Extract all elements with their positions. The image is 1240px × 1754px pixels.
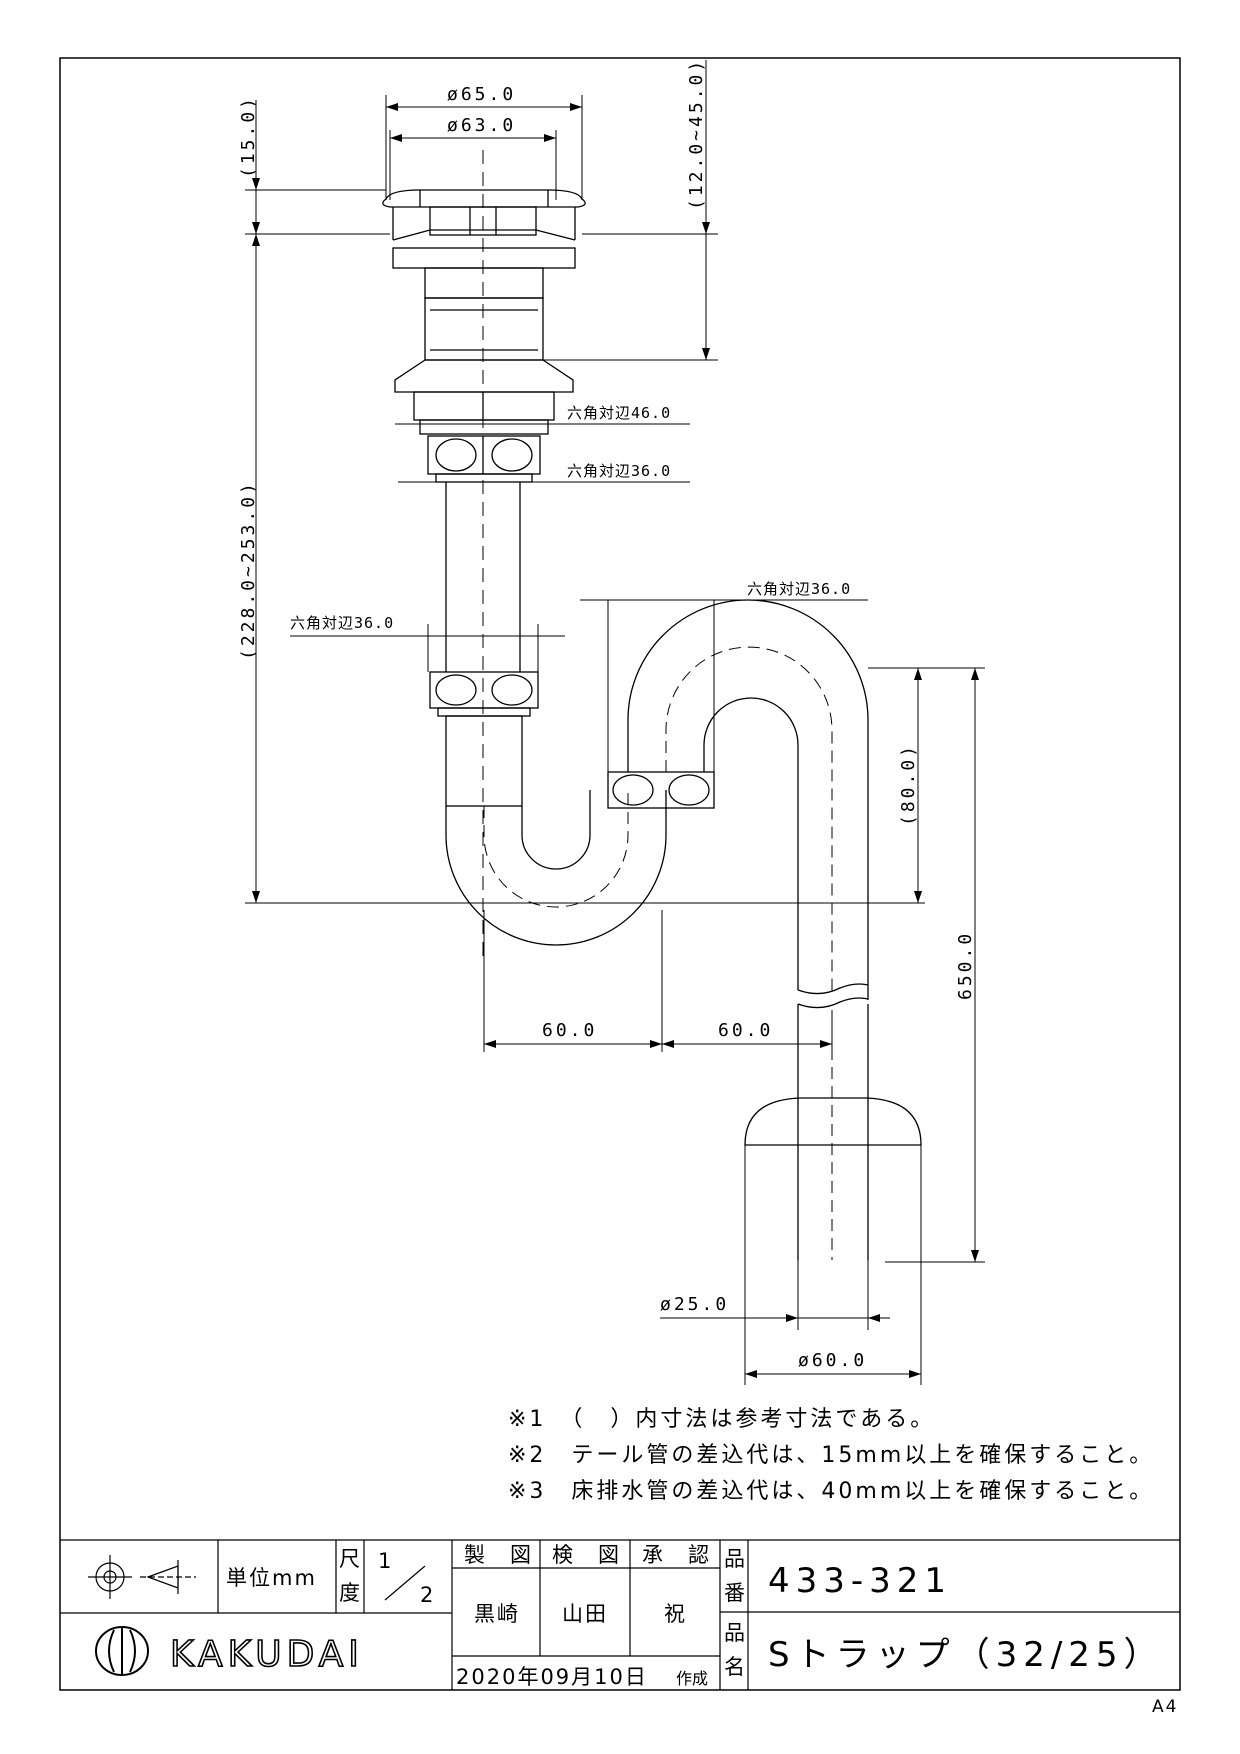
company-name: KAKUDAI [170,1634,364,1675]
approved-by: 祝 [664,1602,687,1626]
drawn-by: 黒崎 [474,1602,520,1626]
drawn-label: 製 図 [464,1543,533,1567]
dim-hex46: 六角対辺46.0 [567,404,671,422]
scale-slash [384,1565,426,1601]
part-no-label-1: 品 [724,1547,747,1571]
third-angle-projection-icon [88,1555,196,1599]
dim-width-60-a: 60.0 [542,1020,597,1041]
unit-label: 単位mm [226,1566,317,1590]
scale-label-2: 度 [339,1581,362,1605]
part-name-label-1: 品 [724,1621,747,1645]
scale-numerator: 1 [378,1549,393,1573]
part-no-label-2: 番 [724,1581,747,1605]
dim-hex36-b: 六角対辺36.0 [290,614,394,632]
dim-hex36-a: 六角対辺36.0 [567,462,671,480]
dim-adjust-range: (12.0~45.0) [686,58,707,210]
scale-denominator: 2 [420,1583,435,1607]
dim-width-60-b: 60.0 [718,1020,773,1041]
dim-total-height: 650.0 [955,931,976,1000]
arrowheads [252,103,979,1378]
dim-trap-height: (80.0) [898,743,919,826]
kakudai-logo-icon [95,1626,149,1676]
dim-top-height: (15.0) [238,95,259,178]
dimension-lines [245,60,985,1385]
drawing-date: 2020年09月10日 [456,1665,648,1689]
approved-label: 承 認 [642,1543,711,1567]
dim-d25: ø25.0 [660,1294,729,1315]
scale-label-1: 尺 [339,1547,362,1571]
part-name-label-2: 名 [724,1655,747,1679]
dim-d60: ø60.0 [798,1350,867,1371]
dim-hex36-c: 六角対辺36.0 [747,580,851,598]
checked-label: 検 図 [552,1543,621,1567]
note-3: ※3 床排水管の差込代は、40mm以上を確保すること。 [508,1479,1154,1504]
checked-by: 山田 [562,1602,608,1626]
part-name: Sトラップ（32/25） [768,1635,1164,1675]
created-label: 作成 [676,1669,708,1688]
note-1: ※1 （ ）内寸法は参考寸法である。 [508,1407,935,1432]
dim-overall-height: (228.0~253.0) [238,480,259,660]
part-drawing [382,150,922,1260]
title-block-lines [60,1539,1180,1690]
sheet-border [59,57,1181,1691]
dim-d65: ø65.0 [447,84,516,105]
dim-d63: ø63.0 [447,115,516,136]
part-number: 433-321 [768,1561,952,1601]
note-2: ※2 テール管の差込代は、15mm以上を確保すること。 [508,1443,1154,1468]
paper-size: A4 [1152,1697,1178,1717]
